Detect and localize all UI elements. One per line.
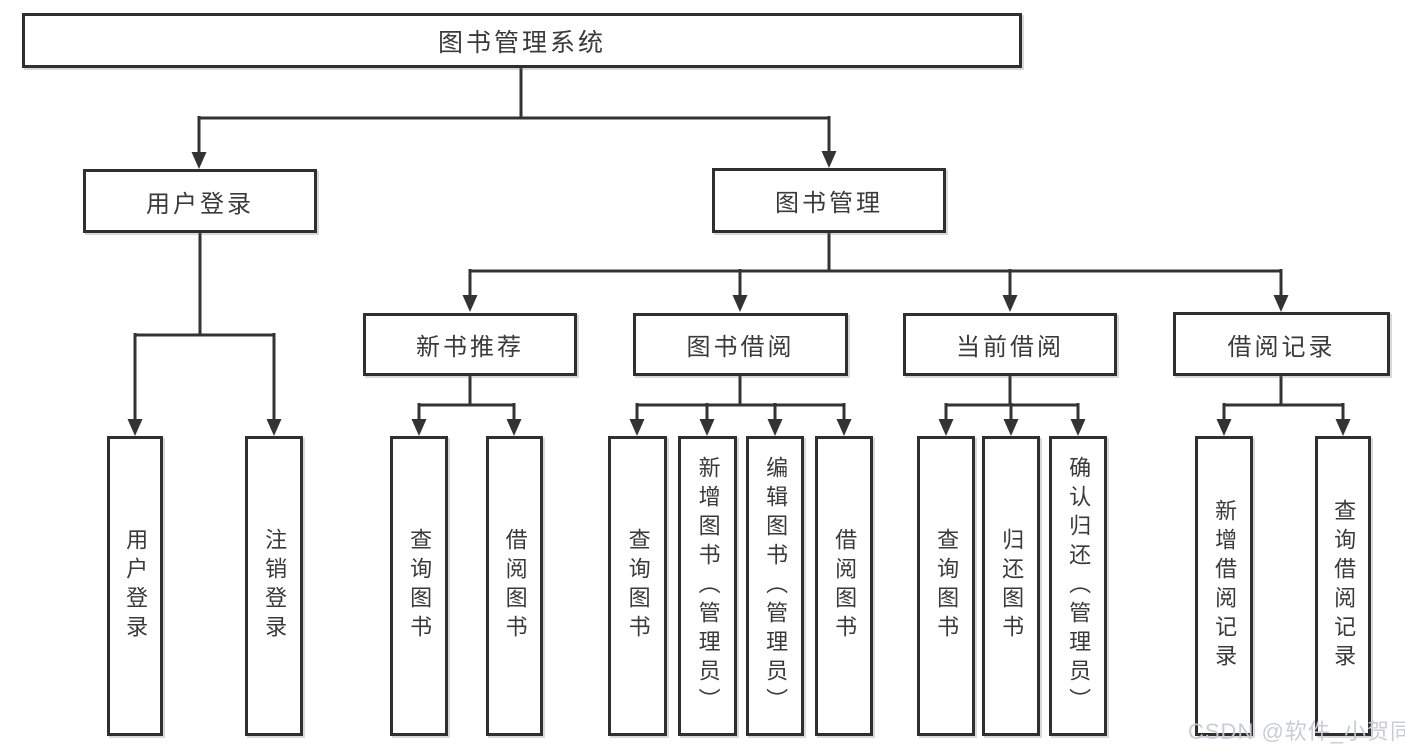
node-label: 图书借阅 (686, 334, 795, 361)
connector-record-children (1222, 374, 1345, 424)
leaf-edit-books-admin: 编辑图书（管理员） (746, 436, 804, 736)
leaf-return-books: 归还图书 (982, 436, 1040, 736)
leaf-label: 确认归还（管理员） (1066, 455, 1092, 717)
leaf-label: 查询图书 (934, 528, 960, 644)
arrow-down-icon (1070, 419, 1086, 436)
arrow-down-icon (938, 419, 954, 436)
leaf-add-books-admin: 新增图书（管理员） (678, 436, 737, 736)
arrow-down-icon (732, 295, 748, 312)
arrow-down-icon (266, 419, 282, 436)
arrow-down-icon (836, 419, 852, 436)
arrow-down-icon (462, 295, 478, 312)
arrow-down-icon (1003, 419, 1019, 436)
arrow-down-icon (1273, 295, 1289, 312)
node-book-borrow: 图书借阅 (633, 313, 848, 376)
arrow-down-icon (629, 419, 645, 436)
node-borrow-records: 借阅记录 (1173, 312, 1390, 376)
leaf-query-borrow-record: 查询借阅记录 (1315, 436, 1371, 736)
arrow-down-icon (767, 419, 783, 436)
arrow-down-icon (191, 152, 207, 169)
leaf-logout: 注销登录 (245, 436, 303, 736)
node-library-management-system: 图书管理系统 (22, 13, 1022, 68)
node-label: 当前借阅 (956, 334, 1064, 361)
node-new-book-recommend: 新书推荐 (363, 313, 577, 376)
leaf-label: 注销登录 (262, 528, 288, 644)
leaf-add-borrow-record: 新增借阅记录 (1195, 436, 1253, 736)
leaf-label: 归还图书 (999, 528, 1025, 644)
leaf-borrow-books: 借阅图书 (815, 436, 873, 736)
node-user-login: 用户登录 (83, 169, 317, 233)
arrow-down-icon (506, 419, 522, 436)
leaf-label: 编辑图书（管理员） (763, 455, 789, 717)
leaf-query-books: 查询图书 (917, 436, 975, 736)
node-current-borrow: 当前借阅 (903, 313, 1117, 376)
leaf-label: 新增图书（管理员） (695, 455, 721, 717)
arrow-down-icon (1335, 419, 1351, 436)
leaf-label: 新增借阅记录 (1212, 499, 1238, 673)
node-label: 借阅记录 (1227, 333, 1336, 361)
leaf-label: 查询借阅记录 (1331, 499, 1357, 673)
leaf-query-books: 查询图书 (608, 436, 667, 736)
leaf-label: 借阅图书 (832, 528, 858, 644)
leaf-confirm-return-admin: 确认归还（管理员） (1049, 436, 1107, 736)
node-label: 用户登录 (146, 190, 254, 218)
node-label: 图书管理系统 (437, 28, 606, 57)
leaf-query-books: 查询图书 (390, 436, 448, 736)
leaf-label: 用户登录 (123, 528, 149, 644)
leaf-user-login: 用户登录 (107, 436, 163, 736)
connector-mgmt-children (468, 231, 1283, 300)
arrow-down-icon (699, 419, 715, 436)
node-book-management: 图书管理 (712, 168, 946, 233)
arrow-down-icon (1216, 419, 1232, 436)
leaf-label: 借阅图书 (502, 528, 528, 644)
leaf-label: 查询图书 (407, 528, 433, 644)
node-label: 新书推荐 (416, 334, 524, 361)
arrow-down-icon (1002, 295, 1018, 312)
arrow-down-icon (821, 151, 837, 168)
arrow-down-icon (127, 419, 143, 436)
connector-login-children (133, 231, 276, 424)
node-label: 图书管理 (775, 190, 883, 217)
connector-current-children (944, 374, 1080, 424)
csdn-watermark: CSDN @软件_小贺同学 (1188, 719, 1405, 744)
connector-root-to-level2 (197, 66, 831, 155)
leaf-borrow-books: 借阅图书 (486, 436, 543, 736)
arrow-down-icon (411, 419, 427, 436)
connector-borrow-children (635, 374, 846, 424)
connector-newrec-children (417, 374, 516, 424)
leaf-label: 查询图书 (625, 528, 651, 644)
